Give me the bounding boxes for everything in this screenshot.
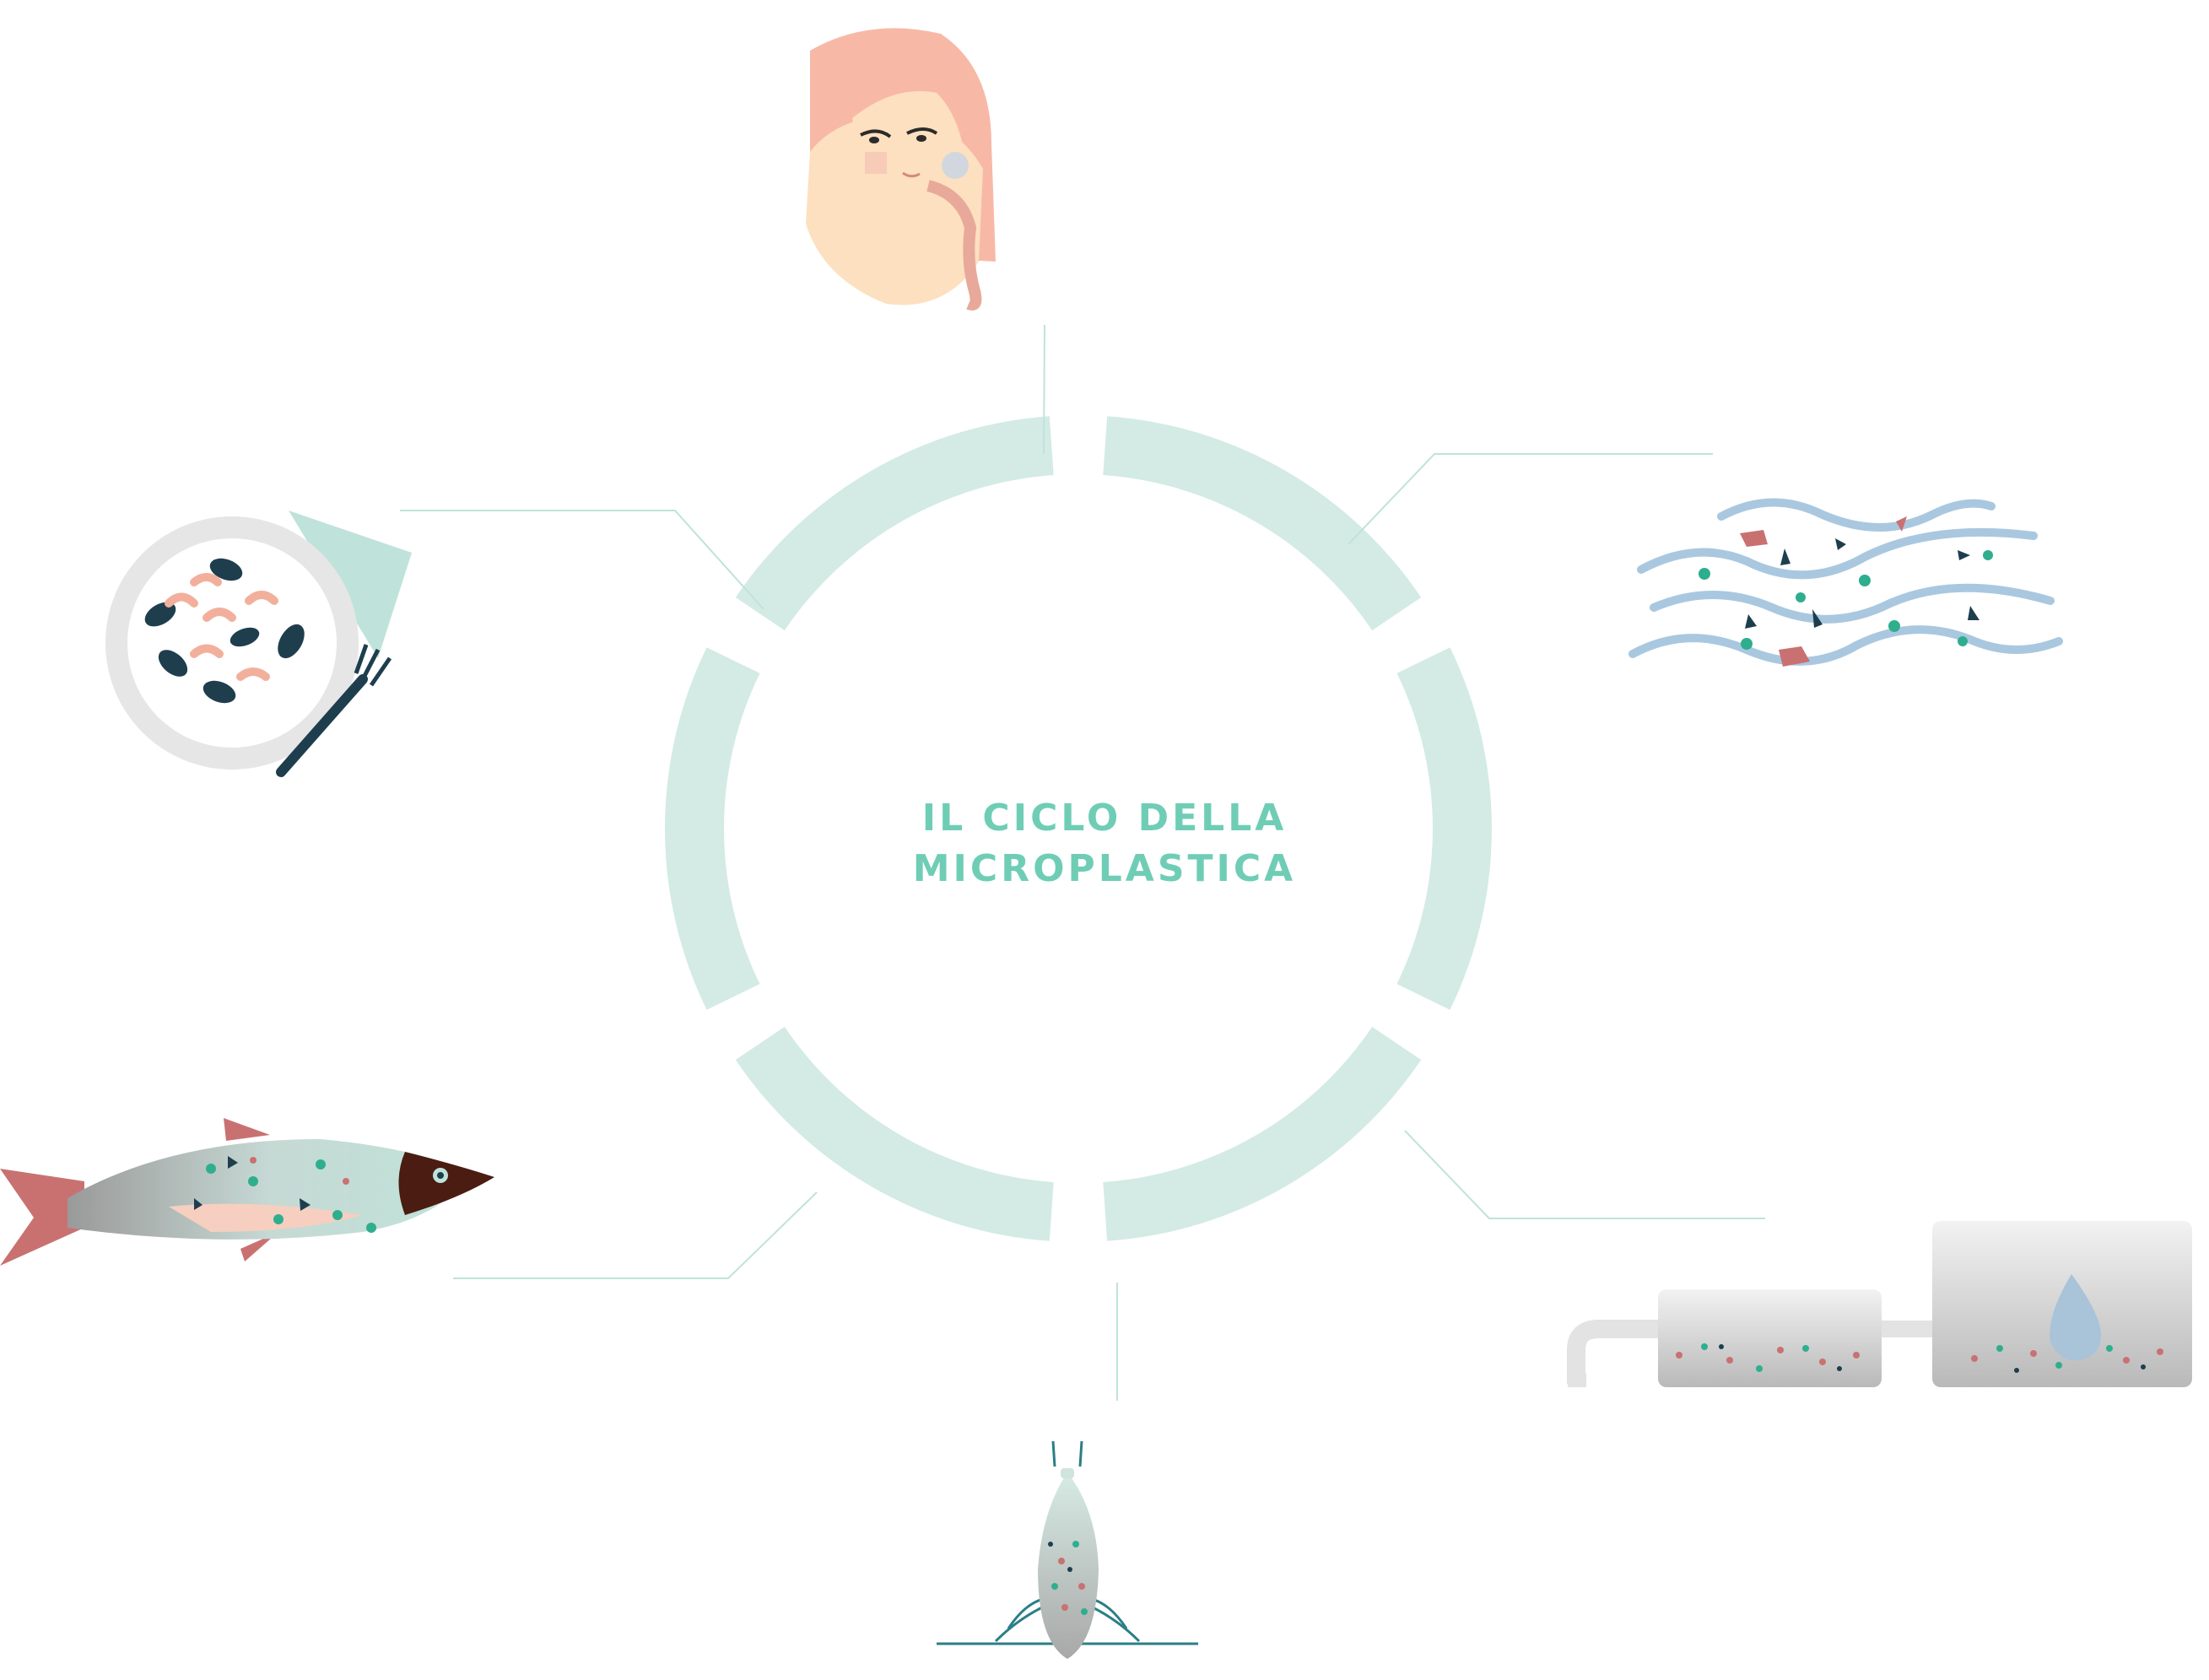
plankton-icon	[937, 1440, 1198, 1659]
connector-bottom-left	[453, 1191, 818, 1279]
woman-eating-icon	[806, 28, 996, 311]
ring-segment-left-upper	[735, 416, 1054, 631]
title-line-1: IL CICLO DELLA	[921, 797, 1288, 840]
connector-top-right	[1348, 453, 1713, 545]
fish-icon	[0, 1118, 494, 1266]
diagram-title: IL CICLO DELLA MICROPLASTICA	[767, 759, 1442, 928]
cycle-ring	[665, 416, 1492, 1241]
ring-segment-right-upper	[1396, 647, 1492, 1010]
ring-segment-left-lower	[665, 647, 760, 1010]
plastic-in-water-icon	[1628, 498, 2063, 667]
ring-segment-right-lower	[1103, 1026, 1422, 1241]
connector-bottom-right	[1404, 1130, 1765, 1219]
water-treatment-tanks-icon	[1567, 1221, 2192, 1387]
ring-segment-top-right	[1103, 416, 1422, 631]
connector-top	[1043, 324, 1045, 455]
connector-top-left	[400, 510, 764, 610]
title-line-2: MICROPLASTICA	[912, 847, 1297, 890]
seafood-plate-icon	[105, 510, 412, 777]
connector-lines	[400, 324, 1765, 1401]
ring-segment-bottom-left	[735, 1026, 1054, 1241]
